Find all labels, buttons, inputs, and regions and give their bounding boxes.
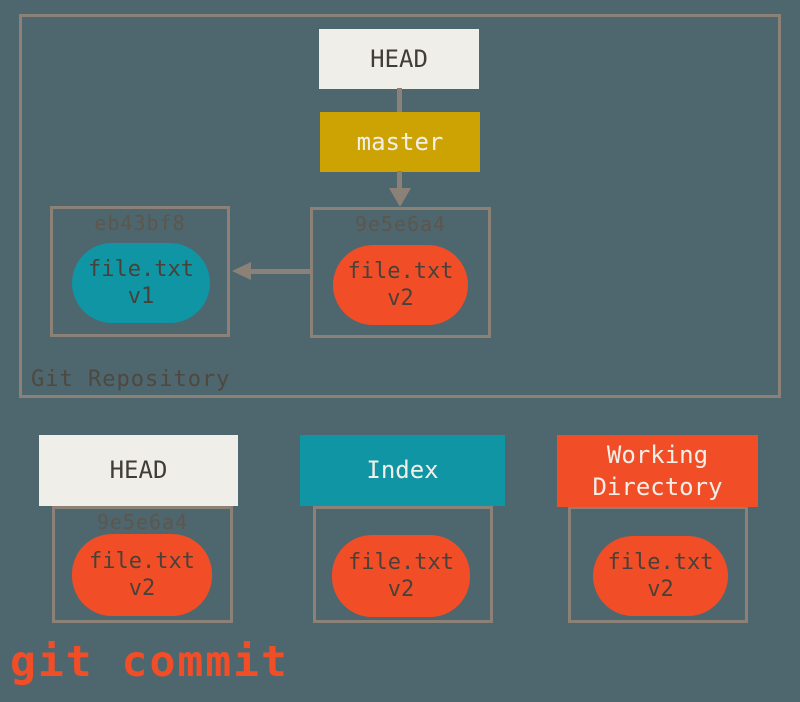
commit-hash-eb43bf8: eb43bf8 xyxy=(94,211,186,235)
head-area-box xyxy=(52,506,233,623)
head-to-master-connector xyxy=(397,88,402,114)
commit-parent-arrowhead-icon xyxy=(232,262,251,280)
blob-filename: file.txt xyxy=(347,258,454,284)
git-commit-caption: git commit xyxy=(10,637,289,687)
head-area-title: HEAD xyxy=(109,456,168,485)
head-ref-box: HEAD xyxy=(319,29,479,89)
working-directory-area-box xyxy=(568,506,748,623)
master-branch-label: master xyxy=(356,128,444,156)
commit-parent-arrow-shaft xyxy=(250,269,310,274)
index-area-box xyxy=(313,506,493,623)
blob-version: v2 xyxy=(128,576,156,601)
working-directory-area-title: Working Directory xyxy=(592,440,723,501)
master-to-commit-arrowhead-icon xyxy=(389,188,411,207)
commit-box-9e5e6a4 xyxy=(310,207,491,338)
blob-filename: file.txt xyxy=(89,548,195,574)
working-directory-area-header: Working Directory xyxy=(557,435,758,507)
index-area-title: Index xyxy=(366,456,439,485)
blob-version: v2 xyxy=(647,577,674,602)
git-repository-label: Git Repository xyxy=(31,367,231,392)
commit-box-eb43bf8 xyxy=(50,206,230,337)
blob-file-v1: file.txt v1 xyxy=(72,243,210,323)
blob-filename: file.txt xyxy=(348,549,454,575)
head-area-header: HEAD xyxy=(39,435,238,506)
head-area-hash: 9e5e6a4 xyxy=(96,510,189,534)
head-ref-label: HEAD xyxy=(370,45,428,73)
master-branch-box: master xyxy=(320,112,480,172)
blob-file-v2-index: file.txt v2 xyxy=(332,535,470,617)
blob-file-v2-commit: file.txt v2 xyxy=(333,245,468,325)
blob-file-v2-head: file.txt v2 xyxy=(72,534,212,616)
blob-version: v1 xyxy=(127,284,155,309)
blob-file-v2-working-directory: file.txt v2 xyxy=(593,536,728,616)
master-to-commit-arrow-shaft xyxy=(397,171,402,190)
blob-filename: file.txt xyxy=(607,549,714,575)
blob-version: v2 xyxy=(387,577,415,602)
index-area-header: Index xyxy=(300,435,505,506)
blob-version: v2 xyxy=(387,286,414,311)
blob-filename: file.txt xyxy=(88,256,194,282)
git-repository-panel xyxy=(19,14,781,398)
commit-hash-9e5e6a4: 9e5e6a4 xyxy=(354,212,447,236)
